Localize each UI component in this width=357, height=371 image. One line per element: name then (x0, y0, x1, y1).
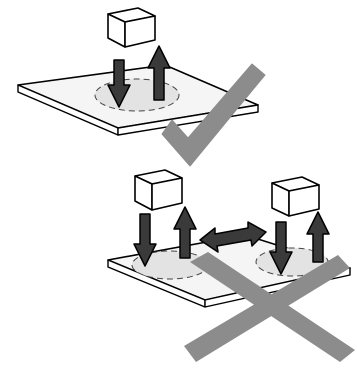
top-panel (17, 7, 259, 136)
bottom-left-up-arrow (173, 206, 197, 259)
top-up-arrow (147, 45, 171, 101)
cross-mark-icon (184, 252, 355, 362)
bottom-right-up-arrow (306, 211, 330, 263)
double-horizontal-arrow (199, 221, 267, 253)
bottom-panel (107, 169, 351, 308)
check-mark-icon (161, 63, 266, 167)
bottom-right-box (271, 176, 320, 217)
top-footprint-shadow (94, 78, 180, 112)
bottom-left-box (134, 169, 183, 211)
top-down-arrow (107, 59, 131, 108)
top-box (107, 7, 156, 48)
bottom-left-down-arrow (133, 213, 157, 267)
bottom-right-down-arrow (269, 221, 293, 275)
